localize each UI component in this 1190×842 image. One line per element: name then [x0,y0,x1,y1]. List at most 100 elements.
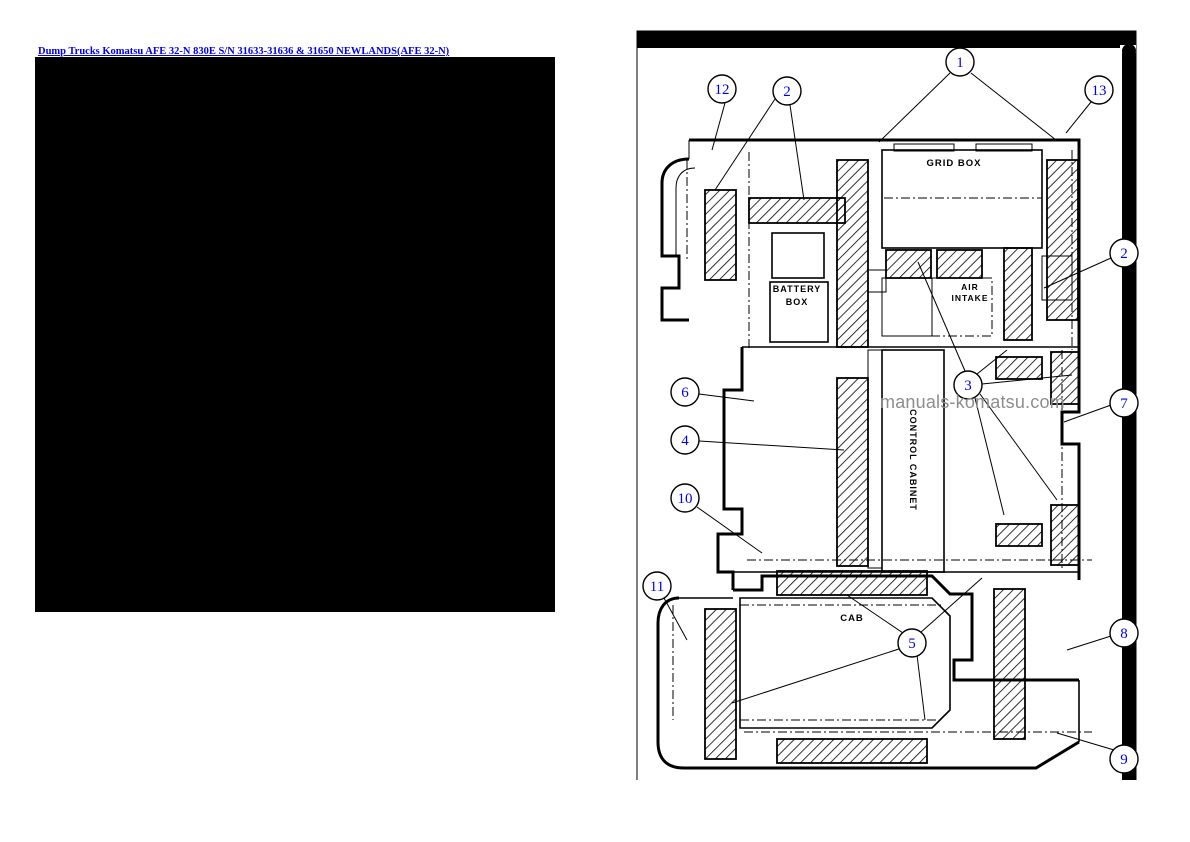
hatch-right-low-b [1050,504,1080,566]
callout-11[interactable]: 11 [642,571,672,601]
callout-number-2: 2 [1120,246,1128,262]
label-control-cabinet: CONTROL CABINET [908,409,918,511]
callout-leader-7 [1063,404,1112,423]
callout-leader-5 [731,647,903,704]
callout-number-7: 7 [1120,396,1128,412]
hatch-cab-bottom [776,738,928,764]
callout-6[interactable]: 6 [670,377,700,407]
callout-leader-3 [917,261,966,372]
callout-circle-13[interactable] [1084,75,1114,105]
label-air-intake-1: AIR [961,282,979,292]
preview-image-placeholder [35,57,555,612]
hatch-grid-a [885,249,932,279]
hatched-parts-layer [704,159,1080,764]
callout-number-2: 2 [783,84,791,100]
callout-number-10: 10 [678,491,693,507]
callout-number-5: 5 [908,636,916,652]
cab-region [739,597,951,729]
callout-circle-6[interactable] [670,377,700,407]
callout-12[interactable]: 12 [707,74,737,104]
callout-leader-5 [919,577,983,634]
callout-leader-3 [979,393,1058,501]
document-title-link[interactable]: Dump Trucks Komatsu AFE 32-N 830E S/N 31… [38,46,450,57]
callout-number-3: 3 [964,378,972,394]
callout-circle-5[interactable] [897,628,927,658]
machine-body-outline [656,138,1092,770]
callout-leader-3 [976,349,1008,375]
callout-leader-2 [789,104,805,201]
callout-leader-10 [696,506,763,554]
callout-8[interactable]: 8 [1109,618,1139,648]
callout-3[interactable]: 3 [953,370,983,400]
callout-circle-2[interactable] [1109,238,1139,268]
callout-leader-2 [1043,257,1112,289]
hatch-cab-top [776,570,928,596]
callout-2[interactable]: 2 [1109,238,1139,268]
hatch-right-upper [1046,159,1079,321]
callout-5[interactable]: 5 [897,628,927,658]
label-cab: CAB [840,613,864,624]
watermark-text: manuals-komatsu.com [880,392,1065,412]
hatch-battery-top [748,197,846,224]
callout-13[interactable]: 13 [1084,75,1114,105]
callout-number-6: 6 [681,385,689,401]
callout-number-9: 9 [1120,752,1128,768]
callout-leader-9 [1056,732,1115,751]
callout-circle-1[interactable] [945,47,975,77]
callout-leader-11 [663,597,688,641]
callout-leader-3 [974,397,1005,516]
callout-circle-11[interactable] [642,571,672,601]
callout-circle-10[interactable] [670,483,700,513]
callout-10[interactable]: 10 [670,483,700,513]
callout-9[interactable]: 9 [1109,744,1139,774]
callout-circle-8[interactable] [1109,618,1139,648]
hatch-left-upper [704,189,737,281]
callout-circle-2[interactable] [772,76,802,106]
callout-2[interactable]: 2 [772,76,802,106]
callout-number-12: 12 [715,82,730,98]
callout-circle-4[interactable] [670,425,700,455]
callout-leader-1 [970,72,1057,141]
callout-number-1: 1 [956,55,964,71]
hatch-right-low-a [995,523,1043,547]
hatch-right-mid-a [995,356,1043,380]
callout-leader-5 [846,594,904,634]
hatch-center-mid [836,377,869,567]
hatch-cab-right [993,588,1026,740]
callout-leader-3 [981,374,1073,385]
callout-number-11: 11 [650,579,664,595]
callout-1[interactable]: 1 [945,47,975,77]
callout-number-13: 13 [1092,83,1107,99]
callout-circle-3[interactable] [953,370,983,400]
label-battery-box-2: BOX [786,297,809,307]
callout-leader-4 [698,440,845,451]
hatch-grid-c [1003,247,1033,341]
callout-leader-12 [711,102,726,151]
upper-deck-components [769,143,1073,343]
callout-number-4: 4 [681,433,689,449]
label-air-intake-2: INTAKE [951,293,988,303]
callout-leader-6 [698,393,755,402]
label-grid-box: GRID BOX [927,158,982,169]
callout-leader-13 [1065,101,1092,134]
hatch-cab-left [704,608,737,760]
hatch-grid-b [936,249,983,279]
hatch-right-mid-b [1050,351,1080,405]
callout-circle-9[interactable] [1109,744,1139,774]
callout-leader-8 [1066,635,1112,651]
callout-leader-1 [878,72,951,143]
document-preview-panel: Dump Trucks Komatsu AFE 32-N 830E S/N 31… [35,46,555,612]
callout-leader-5 [916,654,926,721]
hatch-center-upper [836,159,869,348]
callout-leader-2 [714,98,776,191]
callout-circle-12[interactable] [707,74,737,104]
callout-7[interactable]: 7 [1109,388,1139,418]
label-battery-box-1: BATTERY [773,284,822,294]
callout-number-8: 8 [1120,626,1128,642]
callout-circle-7[interactable] [1109,388,1139,418]
callout-4[interactable]: 4 [670,425,700,455]
